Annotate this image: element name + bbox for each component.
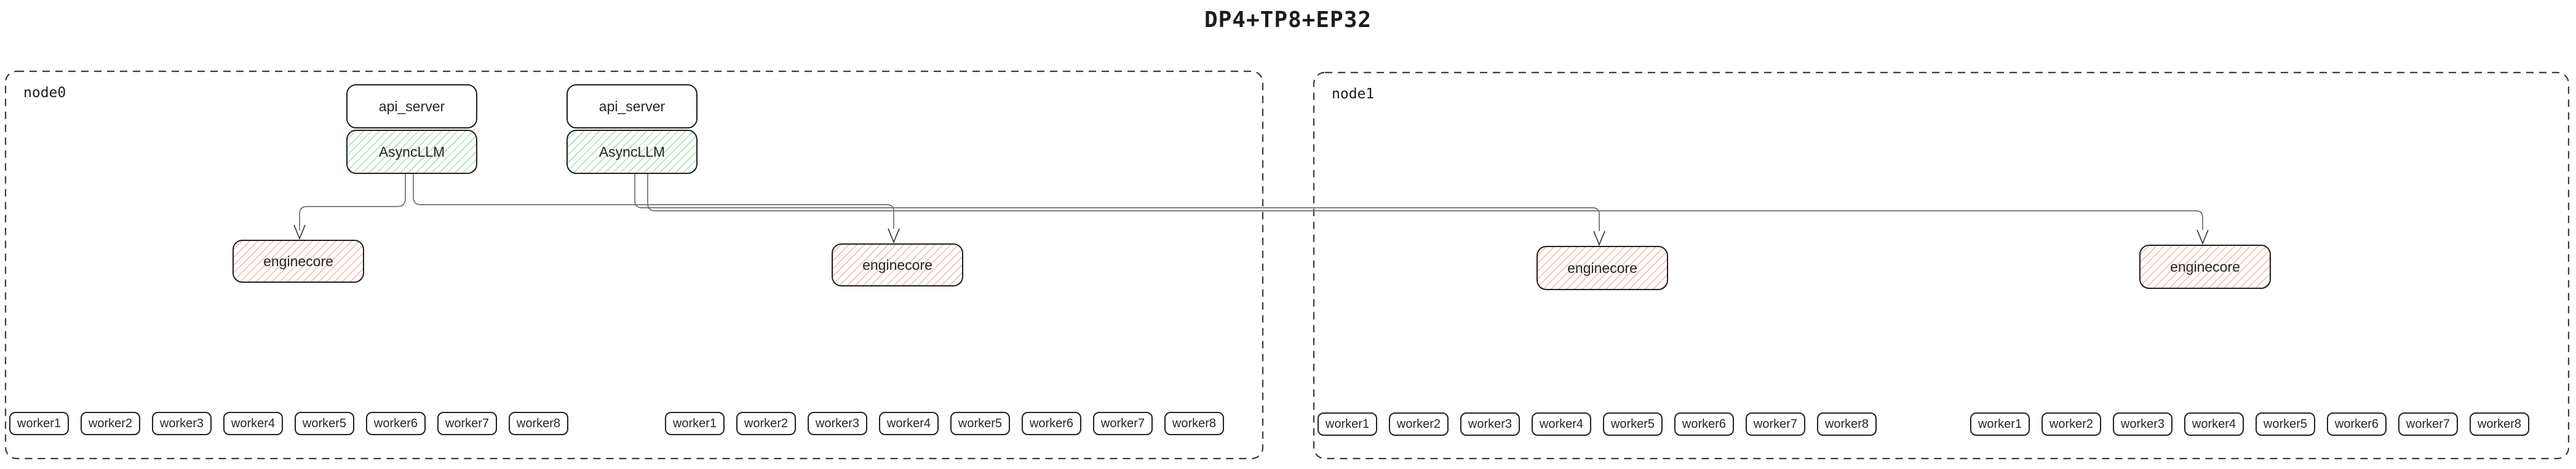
worker-box: worker4: [2184, 412, 2244, 436]
worker-box: worker7: [437, 412, 497, 435]
worker-box: worker8: [1817, 412, 1877, 436]
worker-box: worker4: [1532, 412, 1591, 436]
api-server-2-box: api_server: [566, 84, 698, 128]
worker-box: worker8: [509, 412, 568, 435]
api-server-1-box: api_server: [346, 84, 477, 128]
worker-box: worker8: [1164, 412, 1224, 435]
worker-box: worker3: [152, 412, 212, 435]
worker-box: worker6: [366, 412, 426, 435]
enginecore-1-box: enginecore: [233, 240, 364, 283]
worker-box: worker2: [736, 412, 796, 435]
enginecore-3-box: enginecore: [1536, 246, 1668, 290]
worker-box: worker7: [1093, 412, 1153, 435]
worker-group-node0-1: worker1 worker2 worker3 worker4 worker5 worke…: [9, 412, 568, 435]
worker-box: worker3: [808, 412, 867, 435]
worker-box: worker3: [1460, 412, 1520, 436]
worker-box: worker1: [9, 412, 69, 435]
enginecore-2-box: enginecore: [832, 243, 963, 286]
worker-group-node0-2: worker1 worker2 worker3 worker4 worker5 worke…: [665, 412, 1224, 435]
worker-box: worker4: [879, 412, 939, 435]
worker-box: worker7: [2398, 412, 2458, 436]
node0-label: node0: [23, 85, 66, 101]
worker-box: worker1: [1318, 412, 1377, 436]
diagram-title: DP4+TP8+EP32: [1204, 7, 1372, 33]
worker-box: worker1: [665, 412, 725, 435]
worker-box: worker6: [1022, 412, 1081, 435]
worker-group-node1-1: worker1 worker2 worker3 worker4 worker5 worke…: [1318, 412, 1877, 436]
worker-box: worker5: [295, 412, 354, 435]
worker-box: worker6: [1674, 412, 1734, 436]
worker-group-node1-2: worker1 worker2 worker3 worker4 worker5 worke…: [1970, 412, 2529, 436]
enginecore-4-box: enginecore: [2139, 245, 2271, 289]
worker-box: worker6: [2327, 412, 2387, 436]
worker-box: worker3: [2113, 412, 2173, 436]
worker-box: worker5: [2256, 412, 2315, 436]
worker-box: worker5: [950, 412, 1010, 435]
worker-box: worker2: [81, 412, 140, 435]
asyncllm-2-box: AsyncLLM: [566, 130, 698, 174]
worker-box: worker5: [1603, 412, 1663, 436]
worker-box: worker2: [1389, 412, 1449, 436]
worker-box: worker4: [223, 412, 283, 435]
worker-box: worker7: [1746, 412, 1805, 436]
asyncllm-1-box: AsyncLLM: [346, 130, 477, 174]
worker-box: worker8: [2470, 412, 2529, 436]
worker-box: worker2: [2041, 412, 2101, 436]
worker-box: worker1: [1970, 412, 2030, 436]
node1-label: node1: [1332, 86, 1375, 102]
node0-container: node0 api_server AsyncLLM api_server Asy…: [5, 71, 1263, 459]
